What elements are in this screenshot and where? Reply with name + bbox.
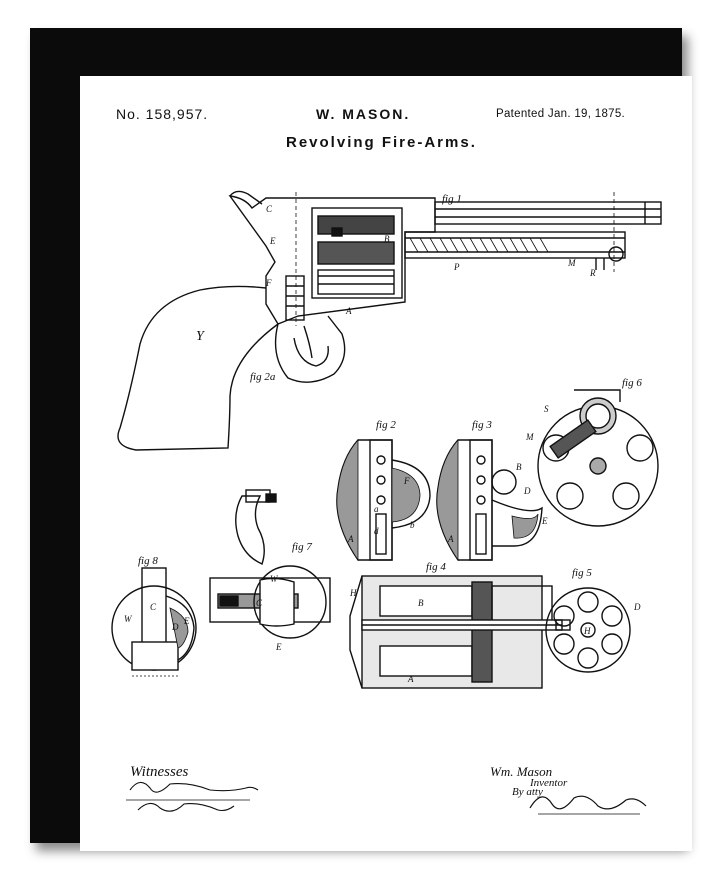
fig2-section [336, 438, 431, 562]
part-label-b: B [384, 234, 390, 244]
patent-title: Revolving Fire-Arms. [286, 134, 477, 151]
fig5-label: fig 5 [572, 567, 592, 579]
part-label-s: S [544, 404, 549, 414]
part-label-e2: E [541, 516, 548, 526]
picture-frame: No. 158,957. W. MASON. Patented Jan. 19,… [30, 28, 692, 851]
part-label-d: D [523, 486, 531, 496]
part-label-d4: D [171, 622, 179, 632]
part-label-p: P [453, 262, 460, 272]
fig4-label: fig 4 [426, 561, 446, 573]
fig8-label: fig 8 [138, 555, 158, 567]
fig4-cylinder-section [349, 575, 571, 689]
fig6-cylinder-end [537, 389, 659, 527]
part-label-a5: A [407, 674, 414, 684]
part-label-b2: B [516, 462, 522, 472]
part-label-b4: B [418, 598, 424, 608]
inventor-heading: W. MASON. [316, 106, 411, 122]
part-label-d2: d [374, 526, 379, 536]
part-label-e: E [269, 236, 276, 246]
part-label-c: C [266, 204, 273, 214]
fig1-label: fig 1 [442, 193, 462, 205]
part-label-a3: A [447, 534, 454, 544]
patent-date: Patented Jan. 19, 1875. [496, 108, 626, 120]
by-attorney: By atty [512, 786, 543, 798]
part-label-c2: C [256, 598, 263, 608]
patent-number: No. 158,957. [116, 106, 209, 122]
part-label-f2: F [403, 476, 410, 486]
part-label-f: F [265, 278, 272, 288]
part-label-w: W [270, 574, 279, 584]
fig2-label: fig 2 [376, 419, 396, 431]
inventor-role: Inventor [530, 777, 568, 789]
fig3-section [436, 438, 543, 562]
fig7-detail [209, 565, 331, 639]
patent-drawing: fig 1 fig 2a fig 2 fig 3 fig 4 fig 5 fig… [111, 190, 662, 815]
part-label-b3: b [410, 520, 415, 530]
fig8-section [111, 567, 197, 677]
spring-detail [235, 489, 277, 565]
part-label-c3: C [150, 602, 157, 612]
part-label-e3: E [275, 642, 282, 652]
part-label-h2: H [583, 626, 591, 636]
part-label-y: Y [196, 329, 206, 344]
inventor-signature: Wm. Mason [490, 764, 553, 779]
witness-signature [126, 781, 259, 812]
part-label-a4: a [374, 504, 379, 514]
fig6-label: fig 6 [622, 377, 642, 389]
part-label-e4: E [183, 616, 190, 626]
part-label-a2: A [347, 534, 354, 544]
patent-sheet: No. 158,957. W. MASON. Patented Jan. 19,… [80, 76, 692, 851]
fig7-label: fig 7 [292, 541, 312, 553]
part-label-r: R [589, 268, 596, 278]
part-label-h: H [349, 588, 357, 598]
fig2a-label: fig 2a [250, 371, 276, 383]
part-label-w2: W [124, 614, 133, 624]
fig1-revolver [117, 190, 662, 451]
attorney-signature [529, 795, 647, 815]
part-label-m: M [567, 258, 576, 268]
witnesses-label: Witnesses [130, 764, 189, 780]
fig5-cylinder-face [545, 587, 631, 673]
part-label-a: A [345, 306, 352, 316]
part-label-m2: M [525, 432, 534, 442]
part-label-d3: D [633, 602, 641, 612]
fig3-label: fig 3 [472, 419, 492, 431]
